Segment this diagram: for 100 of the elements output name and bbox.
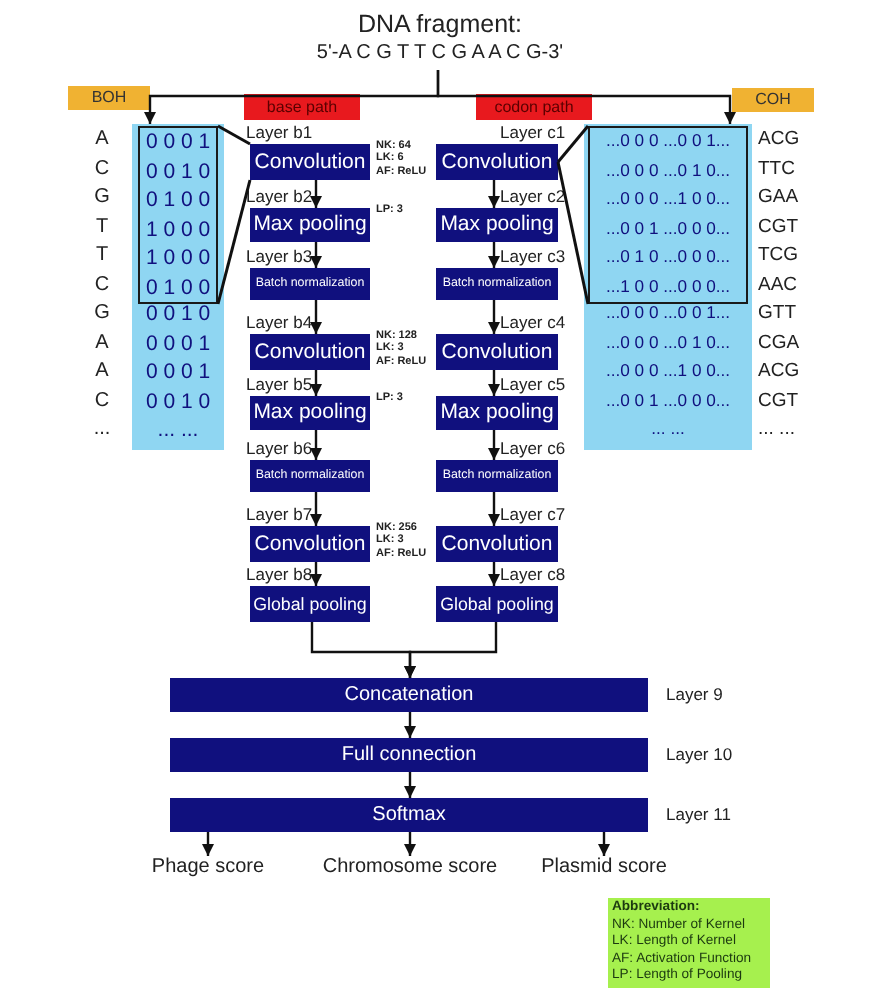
sequence-letters: TTC: [758, 159, 795, 178]
sequence-letters: GAA: [758, 188, 799, 207]
layer-label: Global pooling: [253, 592, 367, 618]
code-row: ...0 0 0 ...0 1 0...: [605, 161, 731, 179]
layer-bar: [170, 798, 648, 832]
code-row: ...0 1 0 ...0 0 0...: [605, 248, 731, 266]
arrow: [310, 180, 322, 208]
layer-name: Layer b4: [246, 314, 313, 331]
selection-frame: [588, 126, 748, 304]
layer-label: Full connection: [341, 742, 477, 770]
arrow: [488, 492, 500, 526]
arrow: [202, 832, 214, 856]
layer-box: [436, 460, 558, 492]
encoding-tag: [732, 88, 814, 112]
layer-name: Layer c5: [500, 376, 566, 393]
code-row: ...0 0 1 ...0 0 0...: [605, 219, 731, 237]
layer-name: Layer c7: [500, 506, 566, 523]
layer-bar: [170, 678, 648, 712]
code-row: ...0 0 0 ...0 0 1...: [605, 304, 731, 322]
tag-label: BOH: [91, 86, 127, 110]
arrow: [436, 70, 736, 124]
output-label: Chromosome score: [322, 856, 498, 880]
sequence-letters: G: [92, 304, 112, 324]
output-label: Phage score: [151, 856, 265, 880]
arrow: [310, 370, 322, 396]
layer-label: Softmax: [372, 802, 446, 830]
sequence-text: 5'-A C G T T C G A A C G-3': [314, 44, 566, 64]
code-row: 0 0 1 0: [145, 304, 211, 325]
arrow: [310, 300, 322, 334]
layer-label: Convolution: [441, 530, 553, 560]
code-row: 0 1 0 0: [145, 190, 211, 211]
layer-box: [250, 586, 370, 622]
code-row: ...0 0 0 ...0 0 1...: [605, 132, 731, 150]
sequence-letters: CGT: [758, 217, 799, 236]
sequence-letters: CGT: [758, 391, 799, 410]
arrow: [488, 430, 500, 460]
arrow: [488, 562, 500, 586]
code-row: 0 0 1 0: [145, 391, 211, 412]
sequence-letters: CGA: [758, 333, 800, 352]
sequence-letters: ACG: [758, 362, 800, 381]
arrow: [488, 180, 500, 208]
layer-name: Layer b3: [246, 248, 313, 265]
code-row: ...0 0 0 ...0 1 0...: [605, 333, 731, 351]
code-row: 1 0 0 0: [145, 219, 211, 240]
sequence-letters: AAC: [758, 275, 798, 294]
tag-label: codon path: [494, 96, 574, 120]
layer-name: Layer c4: [500, 314, 566, 331]
layer-name: Layer c8: [500, 566, 566, 583]
arrow: [404, 772, 416, 798]
output-label: Plasmid score: [541, 856, 667, 880]
title-text: DNA fragment:: [356, 12, 524, 37]
layer-name: Layer b7: [246, 506, 313, 523]
sequence-letters: C: [92, 391, 112, 411]
layer-name: Layer b8: [246, 566, 313, 583]
layer-label: Global pooling: [440, 592, 554, 618]
sequence-letters: ...: [91, 420, 113, 440]
code-row: 0 0 0 1: [145, 333, 211, 354]
code-row: 0 0 0 1: [145, 132, 211, 153]
code-row: 0 0 1 0: [145, 161, 211, 182]
code-row: 0 1 0 0: [145, 277, 211, 298]
layer-name: Layer c1: [500, 124, 566, 141]
layer-label: Max pooling: [440, 210, 554, 240]
encoding-panel: [584, 124, 752, 450]
abbreviation-box: [608, 898, 770, 988]
arrow: [404, 622, 498, 678]
layer-name: Layer b2: [246, 188, 313, 205]
arrow: [404, 712, 416, 738]
tag-label: COH: [755, 88, 791, 112]
path-tag: [476, 94, 592, 120]
arrow: [488, 370, 500, 396]
code-row: 1 0 0 0: [145, 248, 211, 269]
sequence-letters: C: [92, 159, 112, 179]
arrow: [310, 242, 322, 268]
connector-line: [217, 124, 251, 146]
sequence-letters: G: [92, 188, 112, 208]
layer-name: Layer 11: [666, 806, 731, 823]
layer-name: Layer 10: [666, 746, 733, 763]
arrow: [598, 832, 610, 856]
layer-box: [436, 268, 558, 300]
layer-name: Layer b6: [246, 440, 313, 457]
layer-box: [250, 268, 370, 300]
layer-name: Layer 9: [666, 686, 723, 703]
encoding-panel: [132, 124, 224, 450]
code-row: ...0 0 0 ...1 0 0...: [605, 362, 731, 380]
sequence-letters: C: [92, 275, 112, 295]
layer-label: Convolution: [254, 148, 366, 178]
layer-label: Convolution: [441, 148, 553, 178]
encoding-tag: [68, 86, 150, 110]
sequence-letters: A: [93, 362, 111, 382]
sequence-letters: TCG: [758, 246, 799, 265]
layer-label: Convolution: [254, 530, 366, 560]
code-row: ... ...: [157, 420, 199, 441]
layer-name: Layer b1: [246, 124, 313, 141]
selection-frame: [138, 126, 218, 304]
layer-label: Convolution: [254, 338, 366, 368]
arrow: [310, 562, 322, 586]
layer-label: Concatenation: [344, 682, 474, 710]
code-row: ...1 0 0 ...0 0 0...: [605, 277, 731, 295]
layer-label: Max pooling: [253, 398, 367, 428]
code-row: ... ...: [651, 420, 685, 438]
